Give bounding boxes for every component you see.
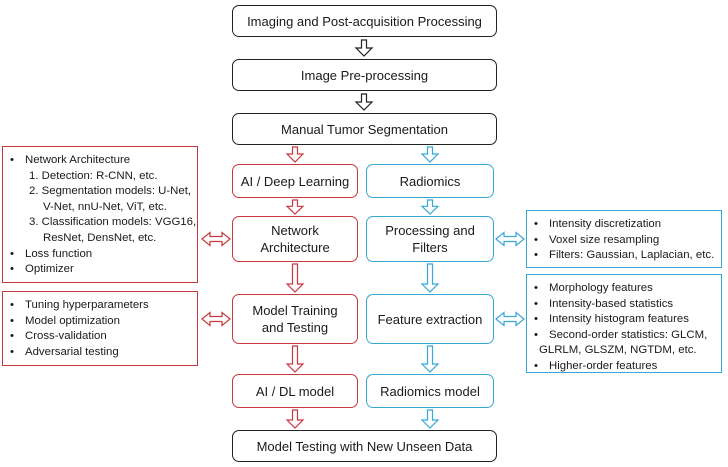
extraction-details-item: Intensity histogram features [533,312,717,328]
network-details-item: Network Architecture [9,153,193,169]
network-architecture-box: Network Architecture [232,216,358,262]
processing-filters-label: Processing and Filters [385,223,475,255]
network-details-item: Optimizer [9,262,193,278]
ai-model-label: AI / DL model [255,383,335,399]
training-details-item: Tuning hyperparameters [9,298,193,314]
training-details-item: Model optimization [9,314,193,330]
preprocessing-label: Image Pre-processing [300,67,429,83]
training-details-panel: Tuning hyperparameters Model optimizatio… [2,291,198,366]
extraction-details-item: Intensity-based statistics [533,297,717,313]
segmentation-box: Manual Tumor Segmentation [232,113,497,145]
network-details-item: 1. Detection: R-CNN, etc. [29,169,158,182]
ai-model-box: AI / DL model [232,374,358,408]
processing-details-panel: Intensity discretization Voxel size resa… [526,210,722,268]
network-details-item: V-Net, nnU-Net, ViT, etc. [43,200,167,213]
radiomics-title-box: Radiomics [366,164,494,198]
ai-title-label: AI / Deep Learning [240,173,350,189]
arrow-network-to-training [285,263,305,293]
network-details-item: 3. Classification models: VGG16, [29,216,197,229]
radiomics-model-label: Radiomics model [380,383,480,399]
extraction-details-item: Second-order statistics: GLCM, [533,328,717,344]
network-details-panel: Network Architecture 1. Detection: R-CNN… [2,146,198,283]
extraction-details-panel: Morphology features Intensity-based stat… [526,274,722,375]
network-details-item: Loss function [9,247,193,263]
extraction-details-item: Morphology features [533,281,717,297]
preprocessing-box: Image Pre-processing [232,59,497,91]
arrow-training-details [201,311,231,327]
processing-details-item: Voxel size resampling [533,233,717,249]
feature-extraction-label: Feature extraction [377,311,483,327]
imaging-box: Imaging and Post-acquisition Processing [232,5,497,37]
processing-filters-box: Processing and Filters [366,216,494,262]
arrow-processing-details [495,231,525,247]
arrow-processing-to-extraction [420,263,440,293]
segmentation-label: Manual Tumor Segmentation [281,121,448,137]
arrow-ai-model-to-final [285,409,305,429]
arrow-segmentation-to-radiomics [420,146,440,163]
processing-details-item: Intensity discretization [533,217,717,233]
arrow-extraction-to-radiomics-model [420,345,440,373]
arrow-radiomics-to-processing [420,199,440,215]
arrow-preprocessing-to-segmentation [354,93,374,111]
arrow-extraction-details [495,311,525,327]
model-training-box: Model Training and Testing [232,294,358,344]
arrow-imaging-to-preprocessing [354,39,374,57]
imaging-label: Imaging and Post-acquisition Processing [247,13,482,29]
arrow-ai-to-network [285,199,305,215]
radiomics-title-label: Radiomics [399,173,461,189]
arrow-segmentation-to-ai [285,146,305,163]
processing-details-item: Filters: Gaussian, Laplacian, etc. [533,248,717,264]
ai-title-box: AI / Deep Learning [232,164,358,198]
extraction-details-item: Higher-order features [533,359,717,375]
training-details-item: Cross-validation [9,329,193,345]
arrow-radiomics-model-to-final [420,409,440,429]
model-training-label: Model Training and Testing [252,303,338,335]
arrow-network-details [201,231,231,247]
feature-extraction-box: Feature extraction [366,294,494,344]
extraction-details-item: GLRLM, GLSZM, NGTDM, etc. [539,344,697,357]
final-testing-box: Model Testing with New Unseen Data [232,430,497,462]
network-details-item: ResNet, DensNet, etc. [43,231,157,244]
final-testing-label: Model Testing with New Unseen Data [256,438,473,454]
network-architecture-label: Network Architecture [260,223,330,255]
arrow-training-to-ai-model [285,345,305,373]
network-details-item: 2. Segmentation models: U-Net, [29,185,192,198]
radiomics-model-box: Radiomics model [366,374,494,408]
training-details-item: Adversarial testing [9,345,193,361]
